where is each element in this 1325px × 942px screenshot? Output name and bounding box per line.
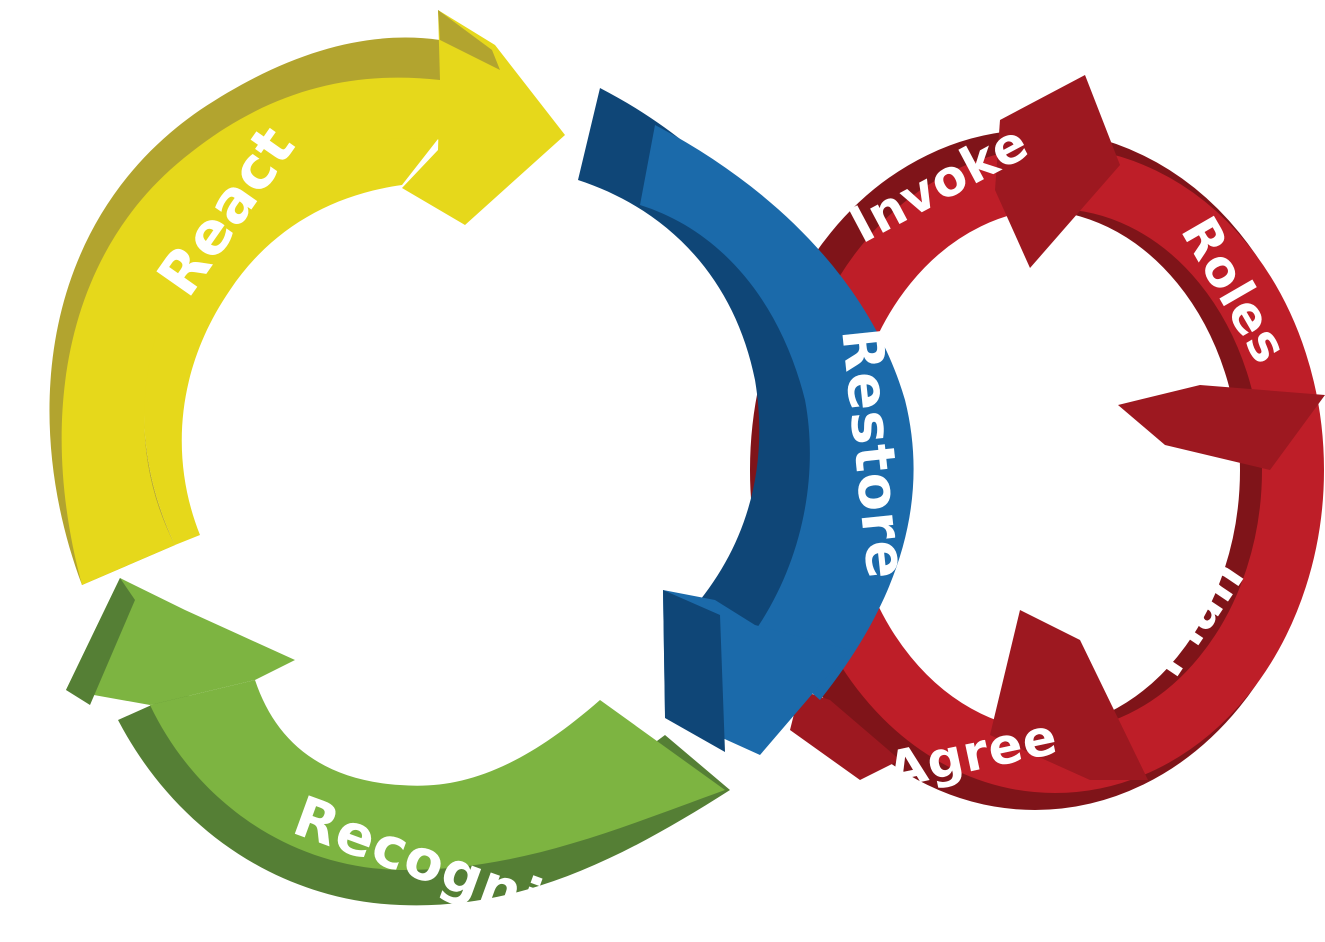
recognise-arrowhead-side bbox=[66, 578, 135, 705]
react-arrow-body bbox=[143, 128, 445, 546]
red-arrowhead-bottom bbox=[990, 610, 1148, 780]
restore-arrow: Restore bbox=[578, 88, 919, 755]
restore-arrowhead-side bbox=[663, 590, 725, 752]
recognise-arrow-body bbox=[150, 680, 725, 870]
red-arrowhead-top bbox=[995, 75, 1120, 268]
react-arrowhead-side bbox=[438, 10, 500, 70]
recognise-arrow: Recognise bbox=[66, 578, 730, 942]
react-arrow: React bbox=[49, 10, 565, 586]
react-arrow-side bbox=[49, 37, 445, 586]
restore-arrow-side bbox=[578, 88, 857, 680]
react-arrowhead bbox=[402, 10, 565, 225]
restore-arrow-body bbox=[640, 125, 914, 700]
red-arrowhead-left bbox=[790, 690, 900, 780]
red-arrowhead-right bbox=[1118, 385, 1325, 470]
recognise-arrow-side bbox=[118, 690, 730, 906]
react-arrow-band bbox=[61, 77, 445, 585]
